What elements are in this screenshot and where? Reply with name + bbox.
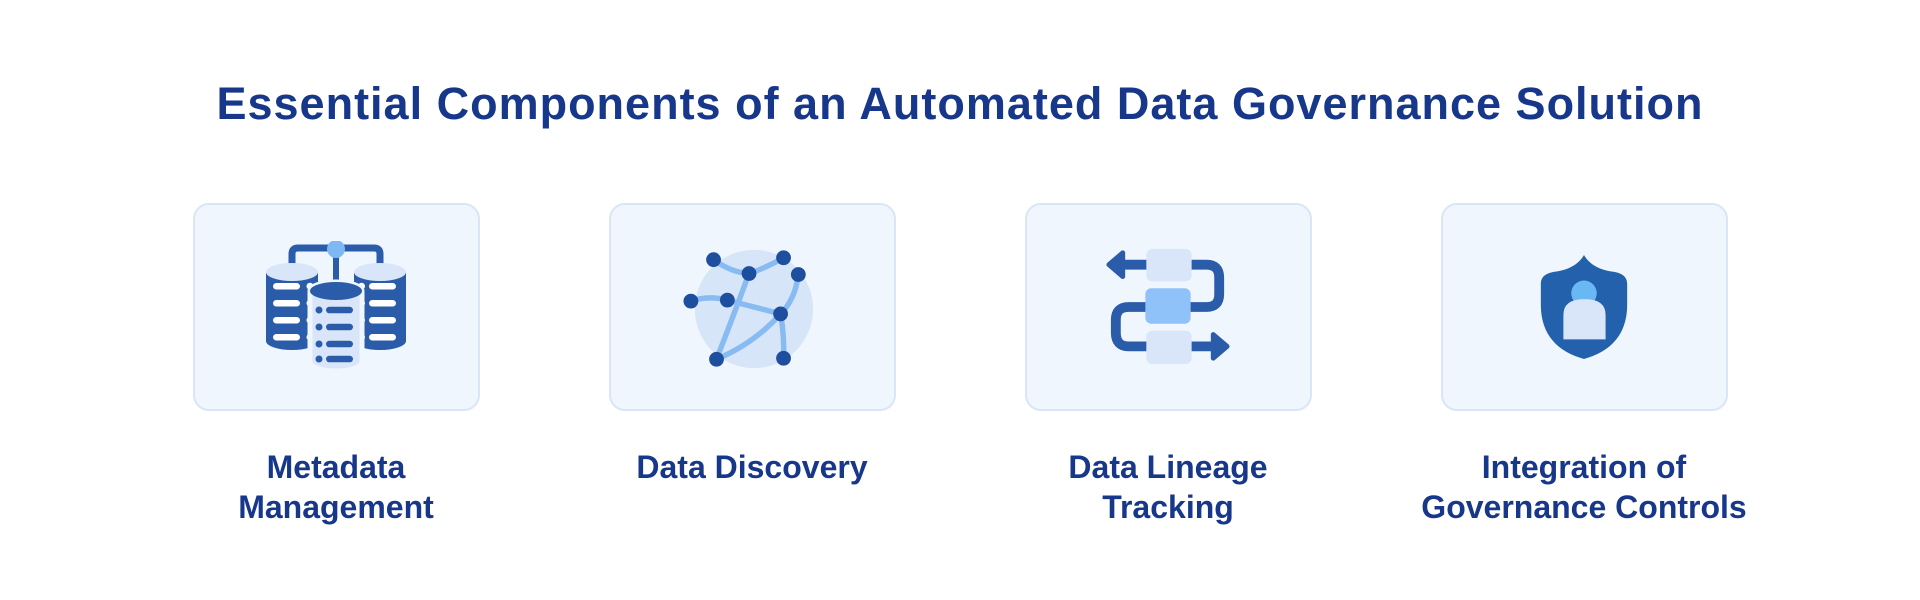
component-column-governance-controls: Integration of Governance Controls xyxy=(1421,203,1747,527)
component-column-data-lineage: Data Lineage Tracking xyxy=(1024,203,1312,527)
flow-path-icon xyxy=(1106,248,1230,365)
component-column-data-discovery: Data Discovery xyxy=(608,203,896,527)
component-label-data-discovery: Data Discovery xyxy=(636,449,868,485)
metadata-management-card xyxy=(192,203,480,411)
shield-user-icon xyxy=(1540,255,1628,359)
page-title: Essential Components of an Automated Dat… xyxy=(216,78,1704,129)
component-label-data-lineage: Data Lineage Tracking xyxy=(1068,449,1268,525)
components-row: Metadata Management xyxy=(0,203,1920,527)
data-lineage-card xyxy=(1024,203,1312,411)
component-column-metadata-management: Metadata Management xyxy=(192,203,480,527)
component-label-metadata-management: Metadata Management xyxy=(238,449,434,525)
database-network-icon xyxy=(266,241,406,373)
component-label-governance-controls: Integration of Governance Controls xyxy=(1421,449,1747,525)
data-discovery-card xyxy=(608,203,896,411)
governance-controls-card xyxy=(1440,203,1728,411)
network-globe-icon xyxy=(683,249,814,369)
